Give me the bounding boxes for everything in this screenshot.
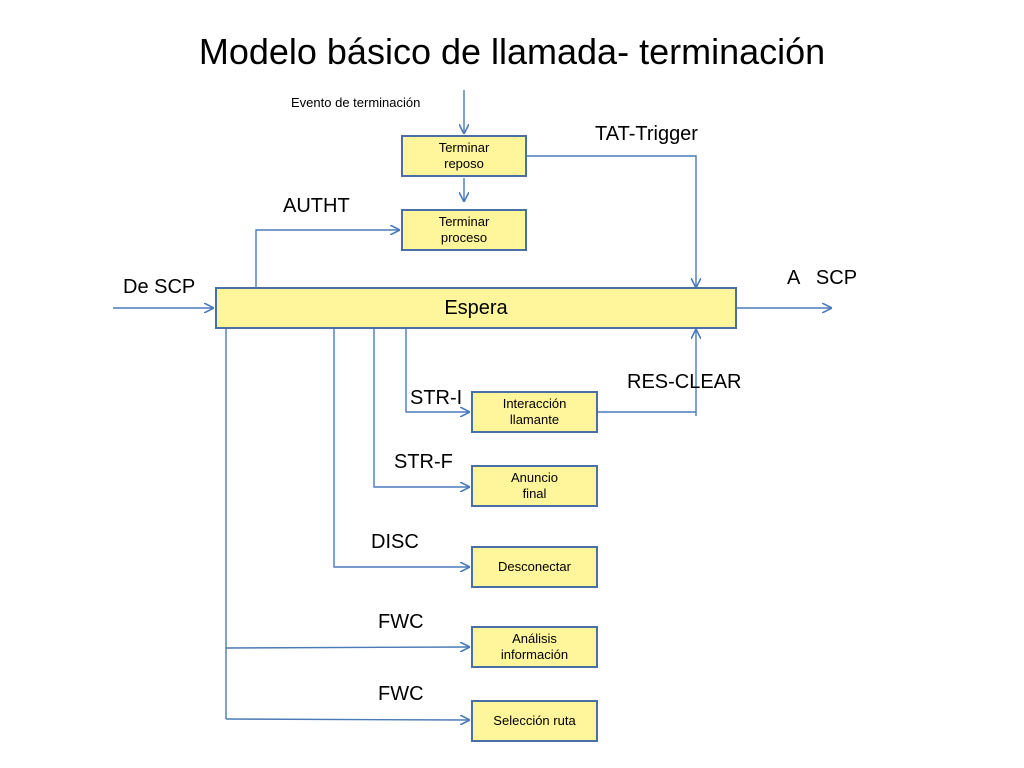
page-title: Modelo básico de llamada- terminación — [198, 31, 826, 72]
box-seleccion-ruta: Selección ruta — [471, 700, 598, 742]
label-str-f: STR-F — [394, 451, 453, 473]
arrow-tat-trigger — [527, 155, 696, 287]
arrow-res-clear — [598, 330, 696, 416]
label-disc: DISC — [371, 531, 419, 553]
box-interaccion-llamante: Interacción llamante — [471, 391, 598, 433]
box-desconectar: Desconectar — [471, 546, 598, 588]
arrow-autht — [255, 230, 399, 287]
box-terminar-proceso: Terminar proceso — [401, 209, 527, 251]
box-espera: Espera — [215, 287, 737, 329]
arrow-fwc-seleccion — [225, 719, 469, 720]
arrow-disc — [333, 328, 469, 567]
label-a-scp: A SCP — [787, 267, 858, 289]
label-tat-trigger: TAT-Trigger — [595, 123, 698, 145]
arrow-str-f — [373, 328, 469, 487]
label-evento-terminacion: Evento de terminación — [291, 95, 421, 110]
label-fwc-2: FWC — [378, 683, 424, 705]
box-anuncio-final: Anuncio final — [471, 465, 598, 507]
label-res-clear: RES-CLEAR — [627, 371, 742, 393]
label-fwc-1: FWC — [378, 611, 424, 633]
label-de-scp: De SCP — [123, 276, 196, 298]
label-autht: AUTHT — [283, 195, 350, 217]
arrow-str-i — [405, 328, 469, 412]
box-terminar-reposo: Terminar reposo — [401, 135, 527, 177]
label-str-i: STR-I — [410, 387, 463, 409]
box-analisis-informacion: Análisis información — [471, 626, 598, 668]
arrow-fwc-analisis — [225, 328, 469, 719]
